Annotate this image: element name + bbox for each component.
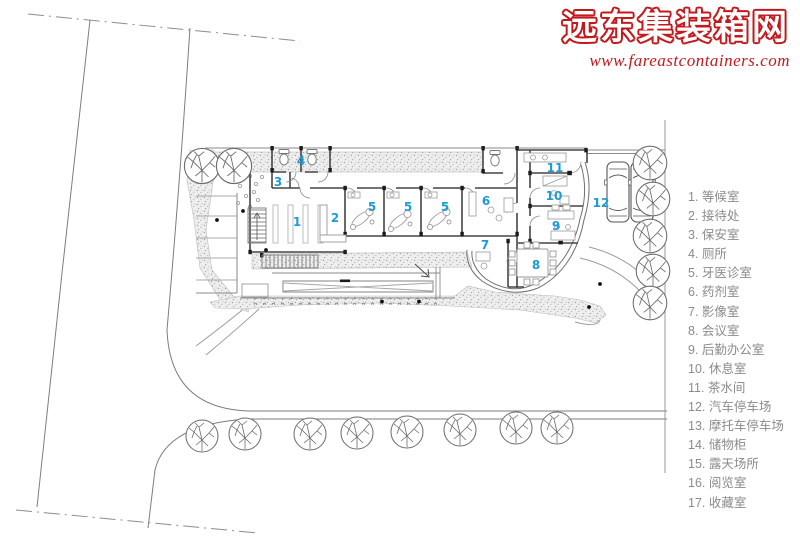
road-left-inner-edge xyxy=(166,27,667,412)
legend-item-7: 7. 影像室 xyxy=(688,304,740,319)
circle-outer-arc xyxy=(466,161,590,293)
plan-number-1: 1 xyxy=(293,215,301,229)
tree-icon xyxy=(185,419,219,453)
tree-icon xyxy=(632,145,668,181)
pharmacy-shelves xyxy=(468,191,514,222)
legend-item-1: 1. 等候室 xyxy=(688,190,740,204)
plan-number-8: 8 xyxy=(532,258,540,272)
office-desks xyxy=(547,204,576,241)
tree-icon xyxy=(540,411,574,445)
watermark-title: 远东集装箱网 xyxy=(561,8,790,48)
dental-partitions xyxy=(344,188,463,236)
plan-number-6: 6 xyxy=(482,194,490,208)
road-left-outer-edge xyxy=(36,19,91,508)
plan-number-5b: 5 xyxy=(404,200,412,214)
roads-and-boundaries xyxy=(15,13,667,534)
tree-icon xyxy=(632,285,668,321)
deck-diagonals xyxy=(283,282,433,292)
motorcycle-parking xyxy=(196,193,238,294)
entry-steps-icon xyxy=(261,254,319,269)
legend-item-2: 2. 接待处 xyxy=(688,209,740,224)
property-line-bottom xyxy=(15,509,259,534)
tree-icon xyxy=(340,416,374,450)
tree-icon xyxy=(635,253,671,289)
legend-item-14: 14. 储物柜 xyxy=(688,438,747,453)
tree-icon xyxy=(293,417,327,451)
legend-item-5: 5. 牙医诊室 xyxy=(688,266,752,281)
parking-stall-lines xyxy=(196,195,237,281)
room-legend: 1. 等候室 2. 接待处 3. 保安室 4. 厕所 5. 牙医诊室 6. 药剂… xyxy=(688,188,784,513)
legend-item-16: 16. 阅览室 xyxy=(688,476,747,491)
legend-item-10: 10. 休息室 xyxy=(688,361,747,376)
tree-icon xyxy=(499,411,533,445)
legend-item-11: 11. 茶水间 xyxy=(688,380,746,395)
tree-icon xyxy=(215,147,253,185)
column-dots xyxy=(215,209,602,309)
tea-counter xyxy=(523,152,567,163)
car-icon xyxy=(603,161,633,223)
legend-item-8: 8. 会议室 xyxy=(688,323,740,338)
legend-item-4: 4. 厕所 xyxy=(688,247,727,262)
legend-item-3: 3. 保安室 xyxy=(688,228,740,243)
plan-number-11: 11 xyxy=(547,161,564,175)
plan-number-5a: 5 xyxy=(368,200,376,214)
road-fork-edge xyxy=(147,418,249,529)
toilet-icon xyxy=(306,149,318,166)
legend-item-9: 9. 后勤办公室 xyxy=(688,342,765,357)
legend-item-17: 17. 收藏室 xyxy=(688,495,747,510)
tree-icon xyxy=(635,181,671,217)
plan-number-4: 4 xyxy=(297,154,305,168)
room-legend-list: 1. 等候室 2. 接待处 3. 保安室 4. 厕所 5. 牙医诊室 6. 药剂… xyxy=(688,188,784,513)
north-entry-arrow-icon xyxy=(414,263,430,278)
entry-drive xyxy=(195,301,260,356)
furniture xyxy=(272,149,576,286)
plan-number-9: 9 xyxy=(552,219,560,233)
legend-item-12: 12. 汽车停车场 xyxy=(688,400,772,415)
plan-number-3: 3 xyxy=(274,175,282,189)
deck-dot-row xyxy=(250,298,437,305)
reception-desk xyxy=(319,204,347,243)
watermark-url: www.fareastcontainers.com xyxy=(589,51,790,70)
legend-item-13: 13. 摩托车停车场 xyxy=(688,419,784,434)
lounge-furniture xyxy=(542,175,570,205)
property-line-top xyxy=(27,13,301,42)
toilet-icon xyxy=(489,150,501,167)
plan-numbers: 1 2 3 4 5 5 5 6 7 8 9 10 11 12 xyxy=(274,154,610,272)
tree-icon xyxy=(228,417,262,451)
legend-item-15: 15. 露天场所 xyxy=(688,457,759,472)
tree-icon xyxy=(390,415,424,449)
imaging-equipment xyxy=(475,251,491,270)
tree-icon xyxy=(183,147,221,185)
toilet2-walls xyxy=(482,148,503,174)
plan-number-2: 2 xyxy=(331,211,339,225)
front-deck xyxy=(240,263,455,305)
deck-ramp xyxy=(241,283,269,298)
watermark: 远东集装箱网 www.fareastcontainers.com xyxy=(562,8,790,71)
meeting-table-icon xyxy=(508,241,557,286)
stairs xyxy=(247,207,319,269)
tree-icon xyxy=(632,218,668,254)
building-walls xyxy=(249,148,588,288)
plan-number-7: 7 xyxy=(481,238,489,252)
deck-bench xyxy=(282,280,434,293)
legend-item-6: 6. 药剂室 xyxy=(688,285,740,300)
plan-number-10: 10 xyxy=(546,189,563,203)
room3-walls xyxy=(271,172,300,189)
plan-number-5c: 5 xyxy=(441,200,449,214)
tree-icon xyxy=(443,413,477,447)
toilet1-walls xyxy=(271,148,331,173)
plan-number-12: 12 xyxy=(593,196,610,210)
parking-edge xyxy=(196,193,238,294)
toilet-icon xyxy=(278,149,290,166)
dental-cabinets xyxy=(347,191,438,199)
